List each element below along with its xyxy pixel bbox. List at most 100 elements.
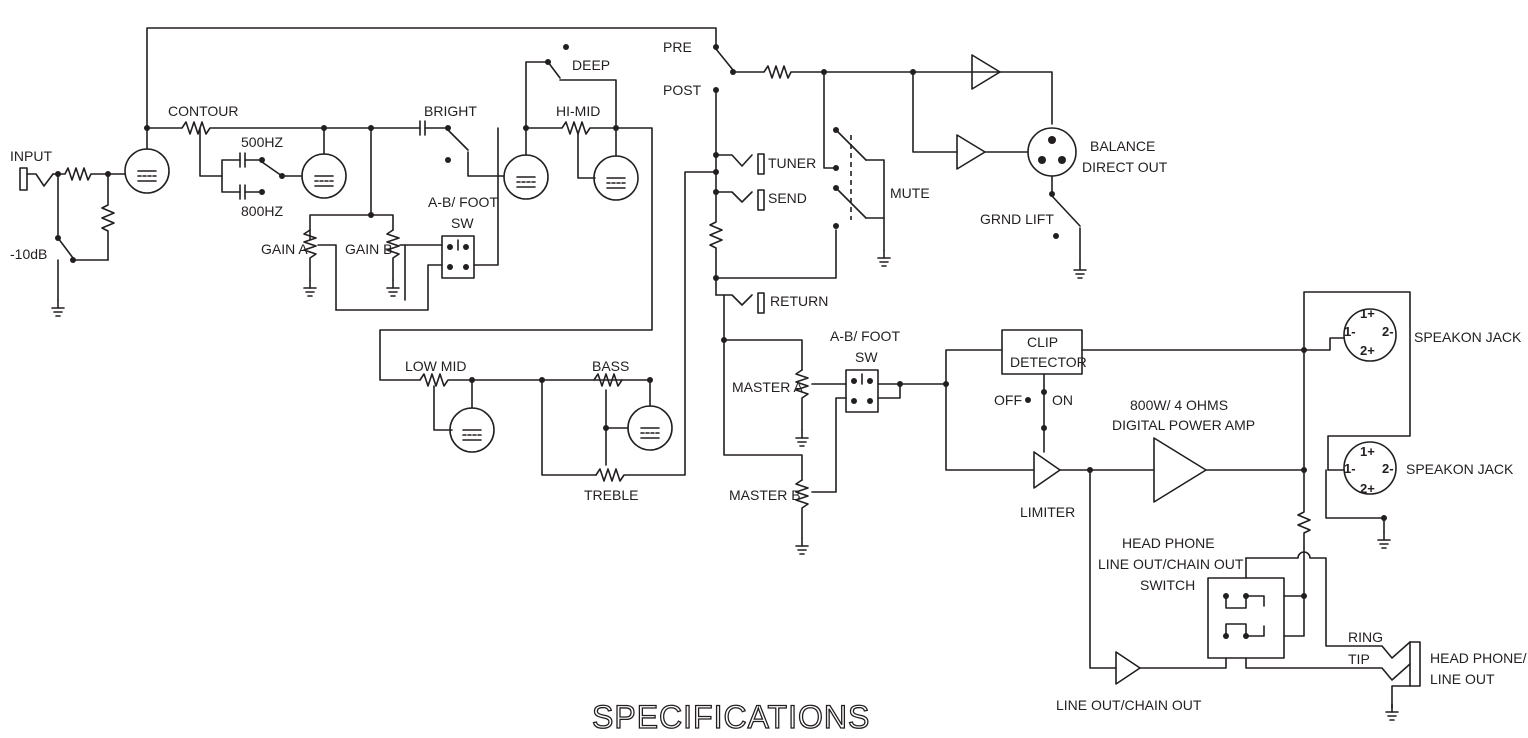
himid-tube-icon bbox=[503, 154, 549, 200]
master-a-pot bbox=[795, 369, 809, 431]
off-label: OFF bbox=[994, 392, 1022, 408]
ground-icon bbox=[1385, 703, 1399, 721]
tip-label: TIP bbox=[1348, 651, 1370, 667]
limiter-triangle bbox=[1033, 451, 1061, 489]
treble-pot bbox=[595, 171, 717, 482]
line-out-buffer bbox=[1115, 651, 1141, 685]
hp-switch-box bbox=[1207, 577, 1285, 659]
bass-pot bbox=[593, 373, 623, 387]
treble-label: TREBLE bbox=[584, 487, 638, 503]
ground-icon bbox=[303, 279, 317, 297]
pad-label: -10dB bbox=[10, 246, 47, 262]
svg-text:2+: 2+ bbox=[1360, 343, 1375, 358]
ground-icon bbox=[795, 537, 809, 555]
mute-label: MUTE bbox=[890, 185, 930, 201]
ab-foot-switch-1 bbox=[335, 127, 499, 311]
pre-post-switch bbox=[715, 48, 734, 71]
pre-bus-wire bbox=[146, 27, 717, 150]
clip-detector-box bbox=[1001, 329, 1083, 375]
himid-pot bbox=[379, 121, 653, 381]
lowmid-pot bbox=[419, 373, 651, 387]
ab-foot-switch-2 bbox=[811, 369, 947, 493]
hp-switch-label-2: LINE OUT/CHAIN OUT bbox=[1098, 556, 1244, 572]
ab-foot-1-sw-label: SW bbox=[451, 215, 474, 231]
lowmid-label: LOW MID bbox=[405, 358, 466, 374]
ground-icon bbox=[795, 429, 809, 447]
svg-text:1-: 1- bbox=[1344, 324, 1356, 339]
limiter-label: LIMITER bbox=[1020, 504, 1075, 520]
himid-label: HI-MID bbox=[556, 103, 600, 119]
clip-label: CLIP bbox=[1027, 334, 1058, 350]
ground-icon bbox=[877, 249, 891, 267]
ground-icon bbox=[1073, 261, 1087, 279]
pre-label: PRE bbox=[663, 39, 692, 55]
tuner-jack bbox=[715, 153, 765, 175]
master-a-label: MASTER A bbox=[732, 379, 803, 395]
ground-icon bbox=[386, 279, 400, 297]
master-b-label: MASTER B bbox=[729, 487, 801, 503]
mute-switch bbox=[823, 71, 885, 251]
gain-b-label: GAIN B bbox=[345, 241, 392, 257]
send-label: SEND bbox=[768, 190, 807, 206]
on-label: ON bbox=[1052, 392, 1073, 408]
direct-out-label: DIRECT OUT bbox=[1082, 159, 1168, 175]
ab-foot-2-label: A-B/ FOOT bbox=[830, 328, 900, 344]
gain-b-pot bbox=[386, 229, 400, 281]
lowmid-tube-icon bbox=[449, 407, 495, 453]
balance-label: BALANCE bbox=[1090, 138, 1155, 154]
svg-text:1+: 1+ bbox=[1360, 444, 1375, 459]
hz500-label: 500HZ bbox=[241, 134, 283, 150]
detector-label: DETECTOR bbox=[1010, 354, 1087, 370]
balance-buffer-1 bbox=[971, 54, 1001, 90]
speakon-jack-2: 1+ 1- 2- 2+ bbox=[1343, 441, 1397, 496]
post-label: POST bbox=[663, 82, 702, 98]
contour-freq-switch bbox=[221, 152, 303, 200]
input-jack bbox=[19, 167, 54, 191]
tuner-label: TUNER bbox=[768, 155, 816, 171]
contour-label: CONTOUR bbox=[168, 103, 239, 119]
bass-label: BASS bbox=[592, 358, 629, 374]
svg-text:2+: 2+ bbox=[1360, 481, 1375, 496]
hz800-label: 800HZ bbox=[241, 203, 283, 219]
line-out-label: LINE OUT/CHAIN OUT bbox=[1056, 697, 1202, 713]
speakon-1-label: SPEAKON JACK bbox=[1414, 329, 1522, 345]
balance-buffer-2 bbox=[956, 134, 986, 170]
send-jack bbox=[715, 189, 765, 211]
ab-foot-1-label: A-B/ FOOT bbox=[428, 194, 498, 210]
hp-switch-label-3: SWITCH bbox=[1140, 577, 1195, 593]
ground-lift-switch bbox=[1051, 195, 1081, 227]
input-resistor-shunt bbox=[101, 173, 115, 261]
input-label: INPUT bbox=[10, 148, 52, 164]
bright-switch bbox=[419, 120, 505, 177]
ring-label: RING bbox=[1348, 629, 1383, 645]
post-bus bbox=[709, 89, 723, 296]
pad-switch bbox=[57, 173, 109, 301]
specifications-heading: SPECIFICATIONS bbox=[592, 699, 870, 735]
amp-label-1: 800W/ 4 OHMS bbox=[1130, 397, 1228, 413]
deep-label: DEEP bbox=[572, 57, 610, 73]
power-amp-triangle bbox=[1153, 437, 1207, 503]
svg-text:2-: 2- bbox=[1382, 324, 1394, 339]
ab-foot-2-sw-label: SW bbox=[855, 349, 878, 365]
himid2-tube-icon bbox=[593, 155, 639, 201]
contour-tube-icon bbox=[301, 153, 347, 199]
hp-out-label-1: HEAD PHONE/ bbox=[1430, 650, 1527, 666]
master-b-pot bbox=[795, 479, 809, 539]
svg-text:2-: 2- bbox=[1382, 461, 1394, 476]
gain-a-label: GAIN A bbox=[261, 241, 308, 257]
ground-icon bbox=[1377, 531, 1391, 549]
input-resistor-series bbox=[52, 167, 126, 181]
gain-a-pot bbox=[303, 229, 317, 281]
contour-pot bbox=[146, 121, 421, 135]
svg-text:1-: 1- bbox=[1344, 461, 1356, 476]
amp-label-2: DIGITAL POWER AMP bbox=[1112, 417, 1255, 433]
xlr-connector bbox=[1027, 127, 1077, 177]
gain-bus bbox=[309, 127, 372, 241]
bright-label: BRIGHT bbox=[424, 103, 477, 119]
svg-text:1+: 1+ bbox=[1360, 306, 1375, 321]
hp-switch-label-1: HEAD PHONE bbox=[1122, 535, 1215, 551]
headphone-jack bbox=[1391, 641, 1421, 709]
deep-switch bbox=[525, 61, 617, 129]
bass-tube-icon bbox=[627, 405, 673, 451]
